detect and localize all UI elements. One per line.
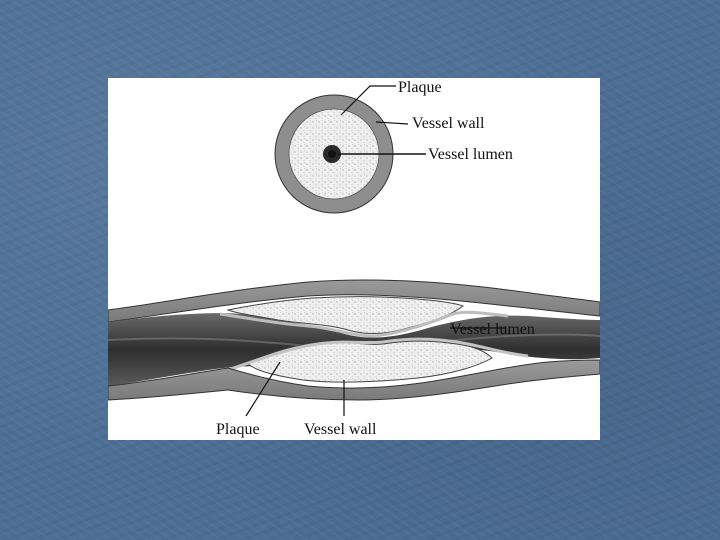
long-wall-label: Vessel wall <box>304 421 377 438</box>
long-lumen-label: Vessel lumen <box>450 321 535 338</box>
cross-wall-label: Vessel wall <box>412 115 485 132</box>
long-plaque-label: Plaque <box>216 421 260 438</box>
longitudinal-section: Vessel lumen Plaque Vessel wall <box>108 280 600 438</box>
cross-section: Plaque Vessel wall Vessel lumen <box>275 79 513 213</box>
atherosclerosis-diagram: Plaque Vessel wall Vessel lumen <box>108 78 600 440</box>
diagram-panel: Plaque Vessel wall Vessel lumen <box>108 78 600 440</box>
cross-plaque-label: Plaque <box>398 79 442 96</box>
cross-lumen-label: Vessel lumen <box>428 146 513 163</box>
